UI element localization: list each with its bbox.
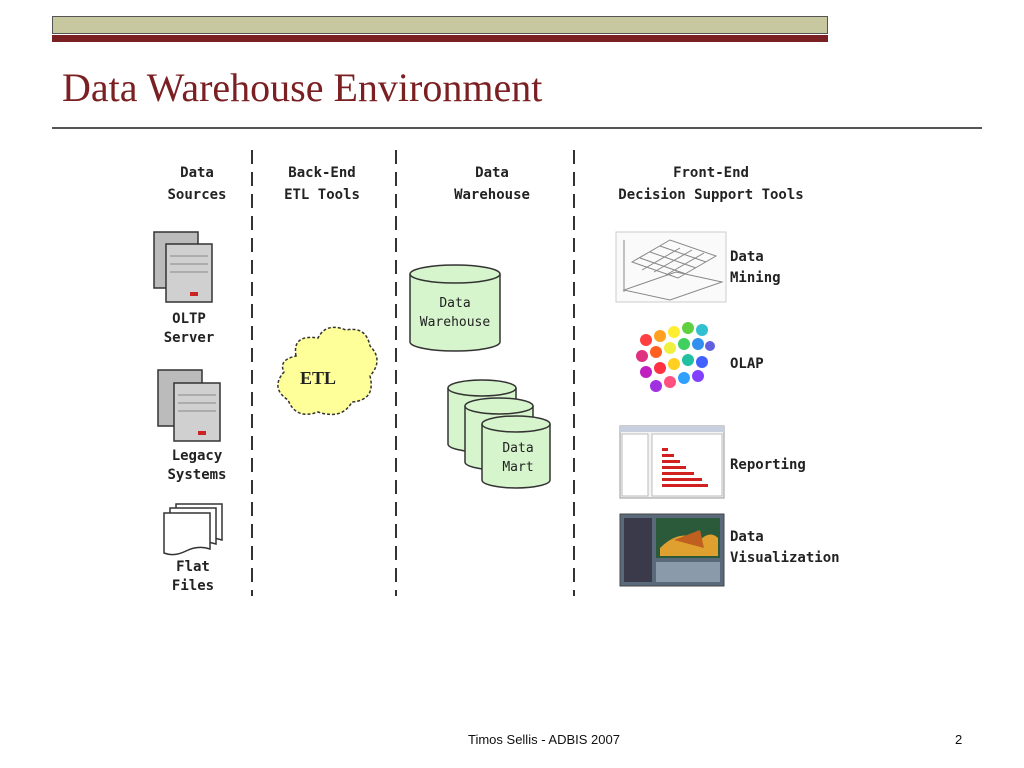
mining-label-1: Data — [730, 249, 764, 265]
page-number: 2 — [955, 732, 963, 747]
mining-label-2: Mining — [730, 270, 781, 286]
footer-text: Timos Sellis - ADBIS 2007 — [468, 732, 620, 747]
slide-title: Data Warehouse Environment — [62, 65, 543, 110]
visualization-icon — [619, 513, 725, 587]
visualization-label-2: Visualization — [730, 550, 840, 566]
warehouse-box-label-2: Warehouse — [420, 315, 491, 330]
report-icon — [619, 425, 725, 499]
cylinder-icon — [409, 264, 501, 352]
etl-label: ETL — [300, 368, 336, 388]
header-accent-line — [52, 35, 828, 42]
flat-files-label-1: Flat — [176, 559, 210, 575]
visualization-label-1: Data — [730, 529, 764, 545]
reporting-label: Reporting — [730, 457, 806, 473]
legacy-label-2: Systems — [167, 467, 226, 483]
mining-chart-icon — [615, 231, 727, 303]
header-accent-bar — [52, 16, 828, 34]
header-sources-2: Sources — [167, 187, 226, 203]
column-separators — [251, 150, 575, 596]
server-icon — [153, 231, 213, 303]
oltp-label-1: OLTP — [172, 311, 206, 327]
mart-box-label-1: Data — [502, 441, 533, 456]
flat-files-label-2: Files — [172, 578, 214, 594]
oltp-label-2: Server — [164, 330, 215, 346]
header-etl-1: Back-End — [288, 165, 355, 181]
olap-label: OLAP — [730, 356, 764, 372]
cloud-icon — [277, 326, 378, 416]
header-warehouse-1: Data — [475, 165, 509, 181]
header-sources-1: Data — [180, 165, 214, 181]
header-frontend-1: Front-End — [673, 165, 749, 181]
legacy-label-1: Legacy — [172, 448, 223, 464]
title-divider — [52, 127, 982, 129]
header-frontend-2: Decision Support Tools — [618, 187, 803, 203]
header-warehouse-2: Warehouse — [454, 187, 530, 203]
header-etl-2: ETL Tools — [284, 187, 360, 203]
files-icon — [163, 503, 223, 556]
cylinder-icon — [447, 379, 551, 489]
olap-cube-icon — [630, 322, 716, 398]
mart-box-label-2: Mart — [502, 460, 533, 475]
warehouse-box-label-1: Data — [439, 296, 470, 311]
server-icon — [157, 369, 221, 442]
